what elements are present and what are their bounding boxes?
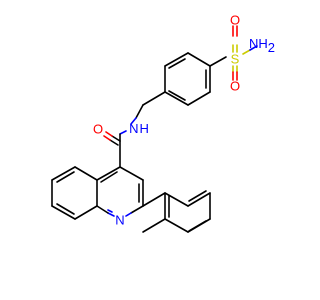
- molecule-structure: NH2 S O O NH O N: [51, 13, 275, 233]
- amide-o-label: O: [93, 122, 103, 137]
- quinoline-benzo-ring: [51, 166, 98, 220]
- quinoline-pyridine-ring: [96, 166, 144, 217]
- nh2-label: NH2: [249, 36, 275, 55]
- sulfur-label: S: [231, 52, 240, 67]
- amide-n-label: NH: [129, 121, 149, 136]
- methylene-linker: [130, 91, 166, 125]
- atom-labels: NH2 S O O NH O N: [93, 13, 275, 228]
- oxygen-top-label: O: [230, 13, 240, 28]
- sulfonamide-group: [209, 25, 258, 81]
- amide-group: [103, 130, 127, 168]
- ring-n-label: N: [115, 213, 124, 228]
- tolyl-ring: [142, 190, 211, 233]
- oxygen-bottom-label: O: [230, 79, 240, 94]
- sulfonamide-benzene-ring: [164, 52, 211, 106]
